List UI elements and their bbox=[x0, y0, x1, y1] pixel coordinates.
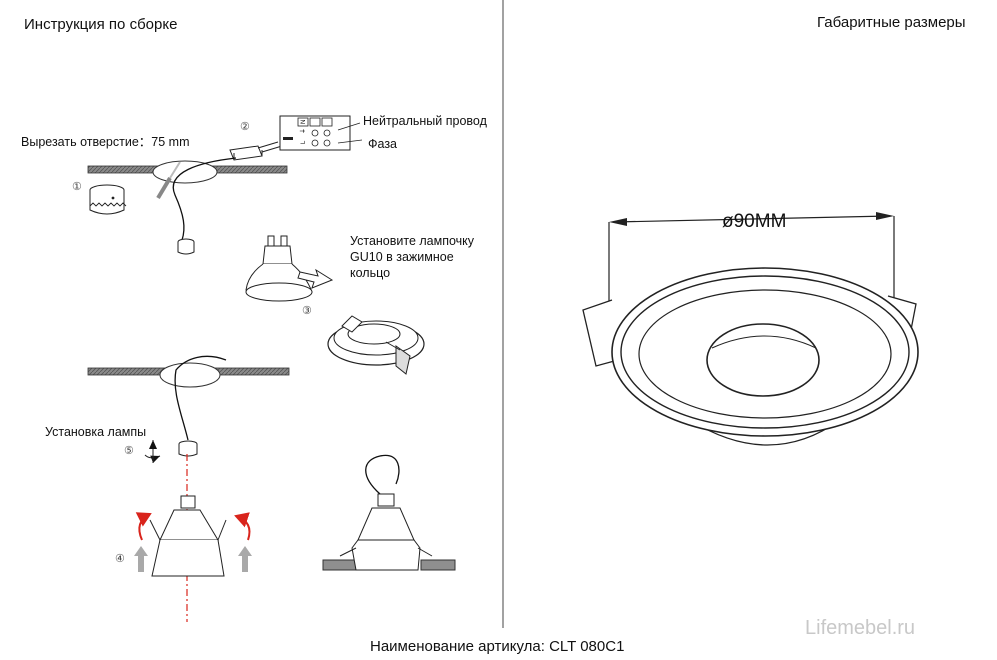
left-spring-arrow bbox=[135, 512, 152, 541]
clamp-ring-icon bbox=[327, 315, 425, 375]
left-title: Инструкция по сборке bbox=[24, 16, 178, 33]
gu10-bulb-icon bbox=[245, 235, 313, 302]
watermark: Lifemebel.ru bbox=[805, 617, 916, 639]
ceiling-panel-bottom bbox=[87, 362, 290, 388]
driver-box-icon bbox=[229, 141, 283, 161]
install-bulb-line2: GU10 в зажимное bbox=[350, 250, 454, 264]
lamp-fixture-icon bbox=[149, 495, 227, 577]
right-spring-arrow bbox=[234, 512, 251, 541]
step-number-2: ② bbox=[240, 121, 250, 133]
rotate-arrow-icon bbox=[144, 440, 161, 464]
ceiling-panel-top bbox=[87, 160, 288, 184]
bulb-direction-arrow bbox=[297, 268, 334, 289]
lamp-socket-icon bbox=[178, 440, 198, 457]
dimension-label: ø90MM bbox=[722, 211, 786, 232]
dimension-drawing bbox=[582, 212, 919, 446]
right-title: Габаритные размеры bbox=[817, 14, 966, 31]
step-number-3: ③ bbox=[302, 305, 312, 317]
install-bulb-line1: Установите лампочку bbox=[350, 234, 475, 248]
screwdriver-icon bbox=[156, 161, 181, 200]
install-lamp-label: Установка лампы bbox=[45, 425, 147, 439]
neutral-wire-label: Нейтральный провод bbox=[363, 114, 487, 128]
bulb-socket-icon bbox=[177, 238, 195, 255]
step-number-5: ⑤ bbox=[124, 445, 134, 457]
step-number-1: ① bbox=[72, 181, 82, 193]
terminal-symbol-l: L bbox=[301, 140, 307, 144]
terminal-symbol-earth: ⏚ bbox=[300, 128, 307, 134]
step-number-4: ④ bbox=[115, 553, 125, 565]
power-wire bbox=[172, 157, 237, 241]
installed-lamp-icon bbox=[322, 493, 456, 571]
right-push-arrow bbox=[238, 546, 252, 572]
terminal-symbol-n: N bbox=[301, 120, 307, 124]
hole-saw-icon bbox=[89, 184, 127, 215]
cut-hole-label: Вырезать отверстие：75 mm bbox=[21, 135, 190, 149]
left-push-arrow bbox=[134, 546, 148, 572]
phase-label: Фаза bbox=[368, 137, 397, 151]
installed-lamp-wire bbox=[365, 454, 400, 495]
install-bulb-line3: кольцо bbox=[350, 266, 391, 280]
terminal-block-icon bbox=[279, 115, 363, 151]
lamp-wire bbox=[174, 355, 227, 441]
article-name: Наименование артикула: CLT 080C1 bbox=[370, 638, 625, 655]
